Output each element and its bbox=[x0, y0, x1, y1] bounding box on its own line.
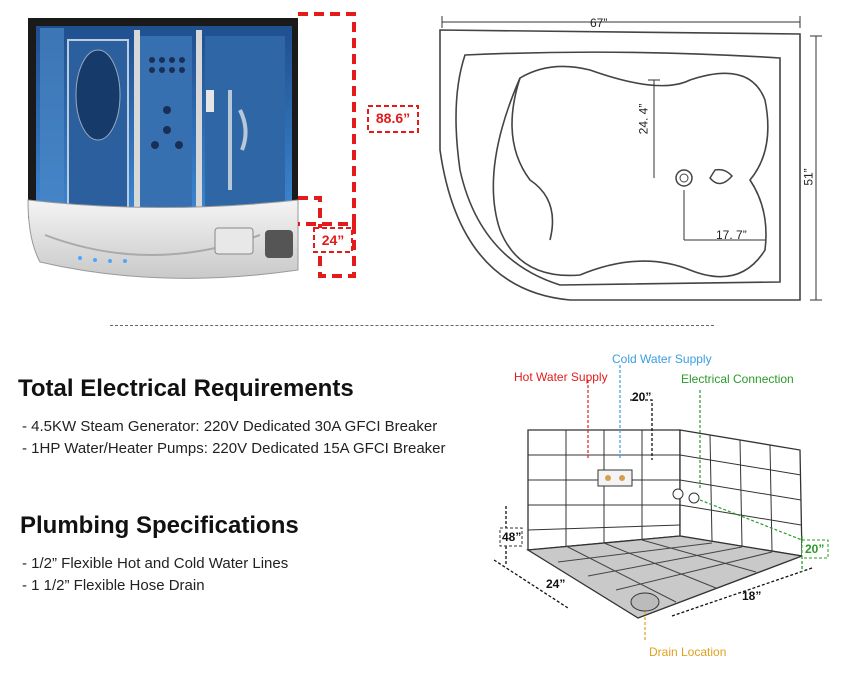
cold-water-label: Cold Water Supply bbox=[612, 352, 712, 366]
tub-depth-a-label: 24. 4” bbox=[636, 103, 651, 135]
shower-unit-illustration bbox=[27, 12, 419, 279]
dim-electrical-label: 20” bbox=[805, 542, 825, 556]
plumbing-title: Plumbing Specifications bbox=[20, 512, 299, 539]
shower-height-label: 88.6” bbox=[375, 110, 411, 126]
floor-drain-icon bbox=[630, 592, 660, 612]
tub-depth-b-label: 17. 7” bbox=[716, 228, 747, 242]
tub-width-label: 51” bbox=[801, 168, 816, 186]
electrical-title: Total Electrical Requirements bbox=[18, 375, 354, 402]
speaker-icon bbox=[265, 230, 293, 258]
section-divider bbox=[110, 325, 714, 326]
control-panel-icon bbox=[206, 90, 214, 112]
height-dimension-outline bbox=[298, 12, 356, 226]
outlet-icon bbox=[672, 488, 684, 500]
dim-wall-label: 48” bbox=[502, 530, 522, 544]
plumbing-item-2: - 1 1/2” Flexible Hose Drain bbox=[22, 577, 205, 594]
tub-base bbox=[27, 199, 299, 279]
hot-water-label: Hot Water Supply bbox=[514, 370, 608, 384]
electrical-item-2: - 1HP Water/Heater Pumps: 220V Dedicated… bbox=[22, 440, 446, 457]
drain-location-label: Drain Location bbox=[649, 645, 727, 659]
plumbing-item-1: - 1/2” Flexible Hot and Cold Water Lines bbox=[22, 555, 289, 572]
dim-left-label: 24” bbox=[546, 577, 566, 591]
tub-height-dimension-outline bbox=[298, 196, 356, 278]
electrical-connection-label: Electrical Connection bbox=[681, 372, 794, 386]
room-connections-diagram bbox=[493, 365, 829, 640]
tub-length-label: 67” bbox=[590, 16, 608, 30]
tub-top-view-diagram bbox=[439, 16, 822, 301]
water-valve-icon bbox=[597, 469, 633, 487]
jets-icon bbox=[149, 57, 185, 149]
dim-top-label: 20” bbox=[632, 390, 652, 404]
dim-right-label: 18” bbox=[742, 589, 762, 603]
showerhead-icon bbox=[228, 90, 248, 190]
tub-outline bbox=[439, 29, 801, 301]
drain-icon bbox=[675, 169, 693, 187]
access-panel bbox=[214, 227, 254, 255]
tub-basin bbox=[492, 65, 769, 278]
electrical-item-1: - 4.5KW Steam Generator: 220V Dedicated … bbox=[22, 418, 438, 435]
mirror-icon bbox=[75, 49, 121, 141]
tub-height-label: 24” bbox=[321, 232, 345, 248]
